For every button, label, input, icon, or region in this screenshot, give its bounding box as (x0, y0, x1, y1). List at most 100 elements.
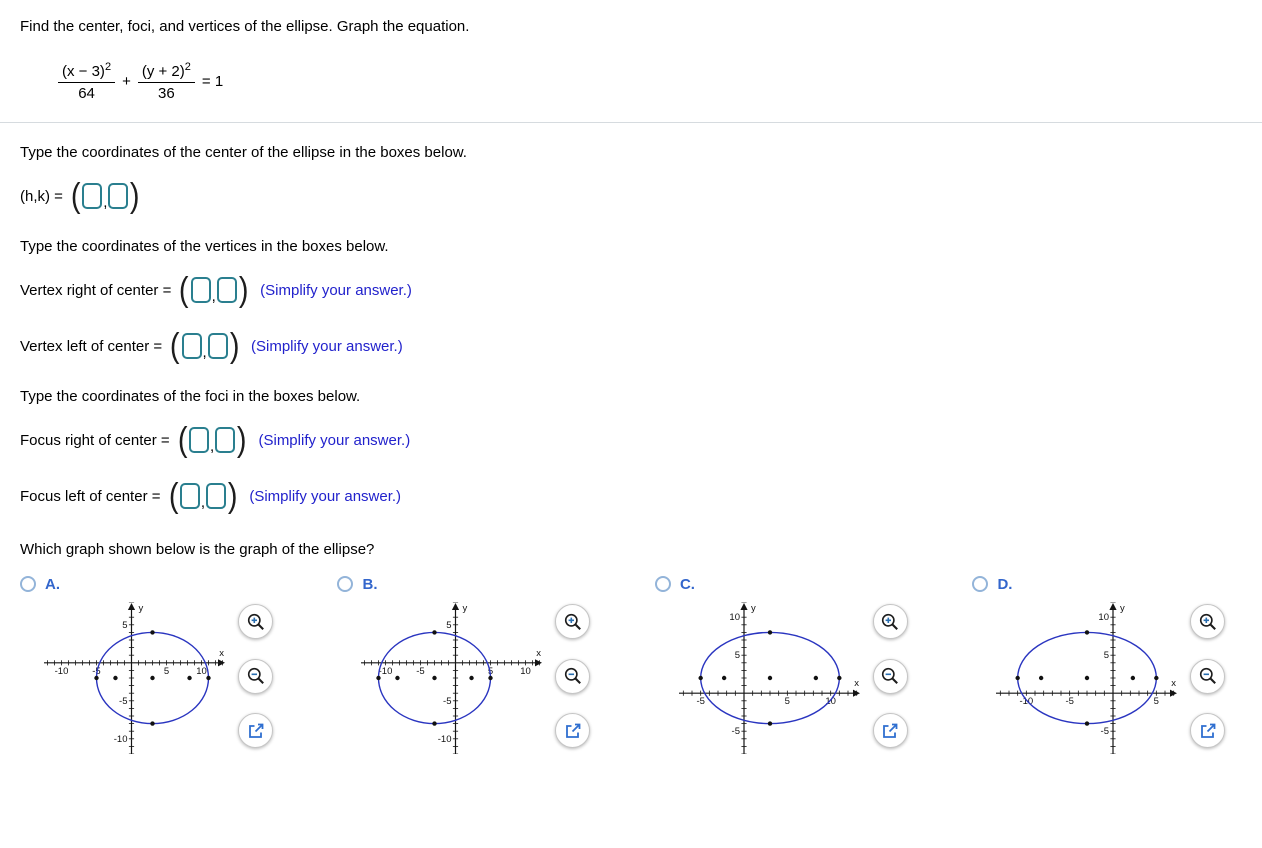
vertex-right-y-box[interactable] (216, 277, 237, 303)
close-paren: ) (227, 477, 238, 515)
expand-graph-button[interactable] (555, 713, 591, 748)
vertex-left-x-box[interactable] (181, 333, 202, 359)
option-b-label: B. (362, 575, 378, 593)
svg-text:-10: -10 (55, 666, 69, 677)
zoom-in-button[interactable] (238, 604, 273, 639)
svg-text:-5: -5 (444, 696, 452, 707)
svg-text:-5: -5 (1066, 696, 1074, 707)
zoom-out-button[interactable] (555, 658, 591, 694)
option-a-radio[interactable] (20, 576, 36, 592)
fraction-1-denominator: 64 (78, 85, 95, 102)
svg-text:-5: -5 (732, 726, 740, 737)
external-link-icon (566, 723, 581, 738)
focus-left-row: Focus left of center = ( , ) (Simplify y… (20, 475, 1242, 517)
svg-text:x: x (537, 648, 542, 659)
focus-right-x-box[interactable] (188, 427, 209, 453)
zoom-out-button[interactable] (1190, 658, 1226, 694)
svg-text:5: 5 (122, 620, 127, 631)
option-b-radio[interactable] (337, 576, 354, 592)
zoom-out-button[interactable] (872, 658, 908, 694)
svg-text:5: 5 (735, 650, 740, 661)
exercise-page: Find the center, foci, and vertices of t… (0, 18, 1262, 754)
close-paren: ) (238, 271, 249, 309)
zoom-out-icon (247, 667, 264, 684)
svg-text:y: y (463, 603, 468, 614)
comma: , (202, 344, 207, 361)
svg-text:5: 5 (1154, 696, 1159, 707)
close-paren: ) (130, 177, 140, 215)
svg-text:5: 5 (447, 620, 452, 631)
close-paren: ) (237, 421, 247, 459)
simplify-hint: (Simplify your answer.) (260, 281, 412, 299)
comma: , (200, 494, 205, 511)
option-d-radio[interactable] (972, 576, 989, 592)
zoom-out-button[interactable] (238, 658, 273, 694)
close-paren: ) (229, 327, 240, 365)
svg-text:-10: -10 (114, 734, 128, 745)
svg-text:x: x (1172, 678, 1177, 689)
center-prompt: Type the coordinates of the center of th… (20, 144, 467, 161)
zoom-in-icon (564, 613, 581, 630)
foci-prompt: Type the coordinates of the foci in the … (20, 388, 361, 405)
vertex-left-y-box[interactable] (207, 333, 228, 359)
zoom-in-button[interactable] (872, 604, 908, 639)
focus-left-x-box[interactable] (179, 483, 200, 509)
svg-text:x: x (219, 648, 224, 659)
vertices-prompt: Type the coordinates of the vertices in … (20, 238, 389, 255)
zoom-out-icon (564, 667, 581, 684)
zoom-in-icon (882, 613, 899, 630)
svg-text:-10: -10 (438, 734, 452, 745)
svg-text:5: 5 (164, 666, 169, 677)
vertex-right-row: Vertex right of center = ( , ) (Simplify… (20, 269, 1242, 311)
simplify-hint: (Simplify your answer.) (249, 487, 402, 505)
zoom-out-icon (882, 667, 899, 684)
expand-graph-button[interactable] (1190, 713, 1226, 748)
vertex-right-x-box[interactable] (190, 277, 211, 303)
svg-text:-5: -5 (696, 696, 704, 707)
svg-text:-10: -10 (1020, 696, 1034, 707)
focus-left-y-box[interactable] (206, 483, 226, 509)
fraction-2-denominator: 36 (158, 85, 175, 102)
graph-question: Which graph shown below is the graph of … (20, 541, 375, 558)
center-h-box[interactable] (82, 183, 103, 209)
svg-text:10: 10 (729, 612, 740, 623)
expand-graph-button[interactable] (872, 713, 908, 748)
fraction-1-numerator: (x − 3)2 (58, 61, 116, 83)
svg-text:x: x (854, 678, 859, 689)
problem-statement: Find the center, foci, and vertices of t… (20, 18, 470, 35)
simplify-hint: (Simplify your answer.) (251, 337, 403, 355)
option-c-radio[interactable] (654, 576, 671, 592)
open-paren: ( (168, 477, 178, 515)
center-k-box[interactable] (108, 183, 129, 209)
svg-text:5: 5 (1104, 650, 1109, 661)
expand-graph-button[interactable] (238, 713, 273, 748)
external-link-icon (883, 723, 898, 738)
open-paren: ( (179, 271, 189, 309)
svg-text:-10: -10 (379, 666, 393, 677)
vertex-right-label: Vertex right of center = (20, 281, 172, 299)
svg-text:-5: -5 (119, 696, 127, 707)
svg-text:y: y (751, 603, 756, 614)
open-paren: ( (70, 177, 81, 215)
svg-text:y: y (1120, 603, 1125, 614)
option-d-label: D. (997, 575, 1013, 593)
svg-text:10: 10 (1099, 612, 1110, 623)
hk-label: (h,k) = (20, 187, 63, 205)
vertex-left-row: Vertex left of center = ( , ) (Simplify … (20, 325, 1242, 367)
zoom-out-icon (1199, 667, 1216, 684)
comma: , (103, 194, 108, 211)
plus-operator: + (122, 73, 131, 90)
zoom-in-button[interactable] (555, 604, 591, 639)
center-answer-row: (h,k) = ( , ) (20, 175, 1242, 217)
svg-text:10: 10 (825, 696, 836, 707)
ellipse-equation: (x − 3)2 64 + (y + 2)2 36 = 1 (58, 61, 1242, 102)
comma: , (211, 288, 216, 305)
focus-right-y-box[interactable] (215, 427, 236, 453)
zoom-in-button[interactable] (1190, 604, 1226, 639)
